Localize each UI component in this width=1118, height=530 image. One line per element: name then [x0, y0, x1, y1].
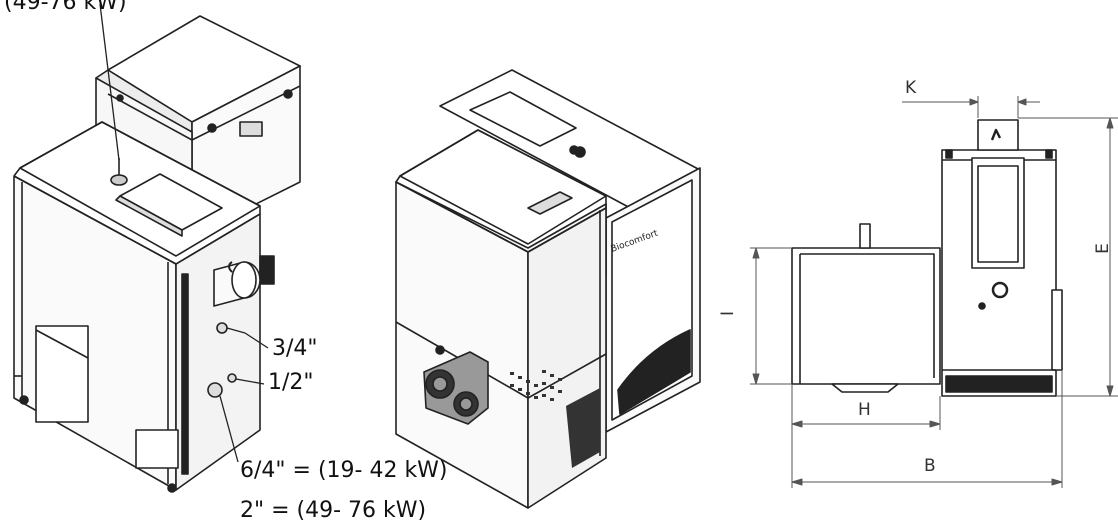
pipe-12-label: 1/2": [268, 370, 314, 395]
dimension-lines: [750, 96, 1118, 488]
vent-perforation: [510, 370, 600, 468]
middle-boiler-view: Biocomfort: [395, 69, 701, 509]
flue-outlet-icon: [213, 255, 275, 307]
pipe-34-connection-icon: [216, 322, 228, 334]
dimension-k-label: K: [905, 78, 917, 98]
pipe-34-label: 3/4": [272, 336, 318, 361]
left-boiler-view: [13, 3, 301, 493]
pipe-64-label: 6/4" = (19- 42 kW): [240, 458, 448, 483]
right-top-view: [791, 119, 1063, 397]
dimension-b-label: B: [924, 456, 936, 476]
dimension-e-label: E: [1092, 243, 1113, 254]
leader-lines: [99, 3, 269, 463]
top-pipe-connection-icon: [110, 174, 128, 186]
dimension-h-label: H: [858, 400, 871, 420]
main-boiler-body: [13, 121, 275, 493]
dimension-i-label: I: [718, 310, 739, 317]
lid-handle-icon: [527, 191, 573, 215]
handle-icon: [239, 121, 263, 137]
pipe-12-connection-icon: [227, 373, 237, 383]
flue-box-icon: [977, 119, 1019, 151]
burner-unit-icon: [423, 345, 489, 425]
pipe-2-label: 2" = (49- 76 kW): [240, 498, 427, 523]
pipe-64-connection-icon: [207, 382, 223, 398]
top-connection-label: (49-76 kW): [4, 0, 127, 15]
